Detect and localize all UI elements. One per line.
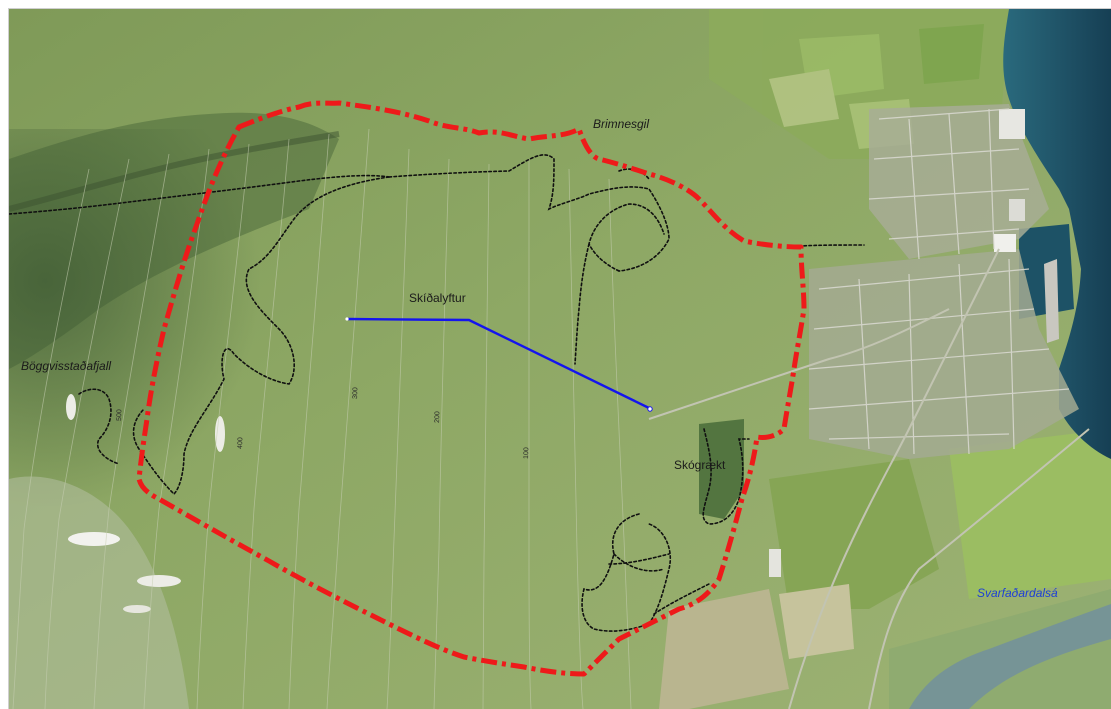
ski-lift-top-station[interactable] — [345, 317, 349, 321]
high-ground-southwest — [9, 476, 189, 709]
contour-label-300: 300 — [352, 387, 359, 399]
forest — [699, 419, 744, 519]
ski-lift-bottom-station[interactable] — [647, 406, 653, 412]
trail-east-link[interactable] — [798, 244, 865, 247]
river — [909, 604, 1111, 709]
ski-lift-line[interactable] — [346, 317, 650, 410]
trail-east-loop[interactable] — [574, 203, 665, 365]
roads — [648, 248, 1090, 709]
trail-crest[interactable] — [388, 154, 670, 272]
label-skidalyftur: Skíðalyftur — [409, 291, 466, 305]
snow-patch — [215, 416, 225, 452]
cliff-edge — [9, 131, 340, 212]
label-brimnesgil: Brimnesgil — [593, 117, 649, 131]
town-streets — [808, 108, 1070, 455]
harbour-pier — [1044, 259, 1059, 343]
sea — [1003, 9, 1111, 459]
label-svarfadardalsa: Svarfaðardalsá — [977, 586, 1058, 600]
contour-label-100: 100 — [523, 447, 530, 459]
trail-ridge-west[interactable] — [9, 174, 390, 215]
contour-lines — [12, 128, 632, 709]
snow-patch — [137, 575, 181, 587]
aerial-map: 500 400 300 200 100 Brimnesgil Skíðalyft… — [9, 9, 1111, 709]
contour-label-400: 400 — [237, 437, 244, 449]
mountain-shadow-west — [9, 129, 369, 509]
label-skograekt: Skógrækt — [674, 458, 726, 472]
contour-label-500: 500 — [116, 409, 123, 421]
area-boundary[interactable] — [136, 100, 807, 677]
snow-patch — [123, 605, 151, 613]
trail-paths[interactable] — [9, 154, 865, 632]
town — [769, 104, 1079, 577]
trail-forest-south[interactable] — [581, 513, 710, 632]
label-boggvisstadafjall: Böggvisstaðafjall — [21, 359, 111, 373]
contour-label-200: 200 — [434, 411, 441, 423]
trail-forest-east[interactable] — [702, 428, 750, 525]
trail-west-hook[interactable] — [78, 388, 120, 465]
snow-patch — [68, 532, 120, 546]
map-frame: 500 400 300 200 100 Brimnesgil Skíðalyft… — [8, 8, 1111, 709]
trail-upper-loop[interactable] — [132, 176, 390, 496]
snow-patch — [66, 394, 76, 420]
